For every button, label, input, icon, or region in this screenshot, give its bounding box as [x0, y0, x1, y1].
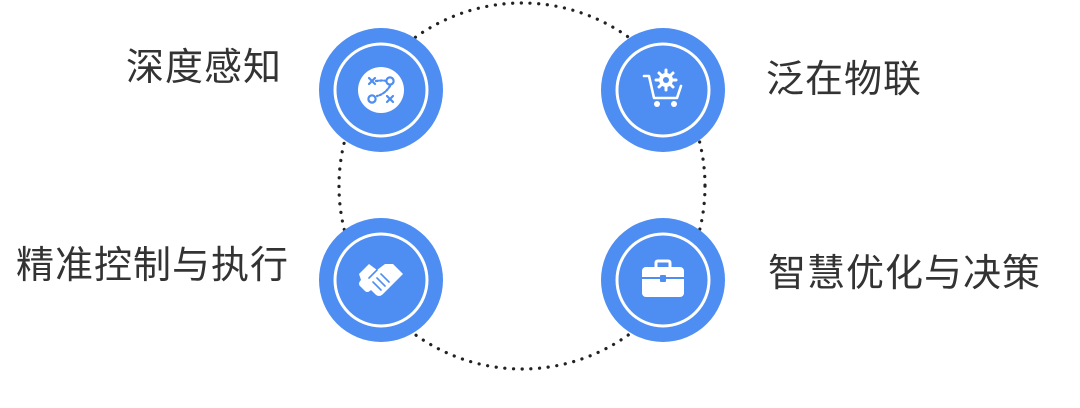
node-precise-control	[319, 218, 443, 342]
gear-cart-icon	[642, 68, 683, 107]
strategy-play-icon	[358, 67, 404, 113]
dotted-connector-circle	[337, 1, 707, 371]
handshake-icon	[359, 264, 403, 296]
label-precise-control: 精准控制与执行	[16, 243, 290, 287]
label-deep-perception: 深度感知	[126, 45, 283, 89]
node-ubiquitous-iot	[601, 28, 725, 152]
label-smart-optimization: 智慧优化与决策	[768, 251, 1042, 295]
label-ubiquitous-iot: 泛在物联	[766, 57, 923, 101]
node-smart-optimization	[601, 218, 725, 342]
briefcase-icon	[642, 259, 684, 297]
node-deep-perception	[319, 28, 443, 152]
